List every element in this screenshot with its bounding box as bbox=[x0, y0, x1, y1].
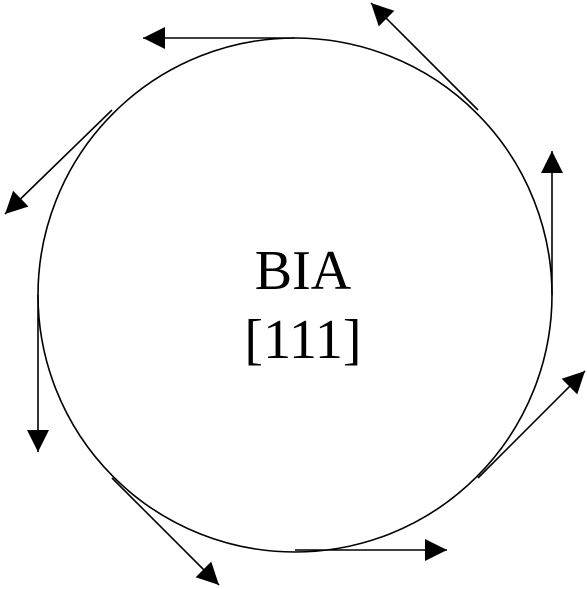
arrow-lower-right bbox=[477, 370, 586, 479]
arrow-upper-left bbox=[4, 109, 113, 215]
label-direction: [111] bbox=[244, 309, 361, 371]
label-bia: BIA bbox=[255, 240, 352, 302]
arrow-upper-right bbox=[370, 2, 479, 111]
arrow-lower-left bbox=[111, 477, 220, 586]
